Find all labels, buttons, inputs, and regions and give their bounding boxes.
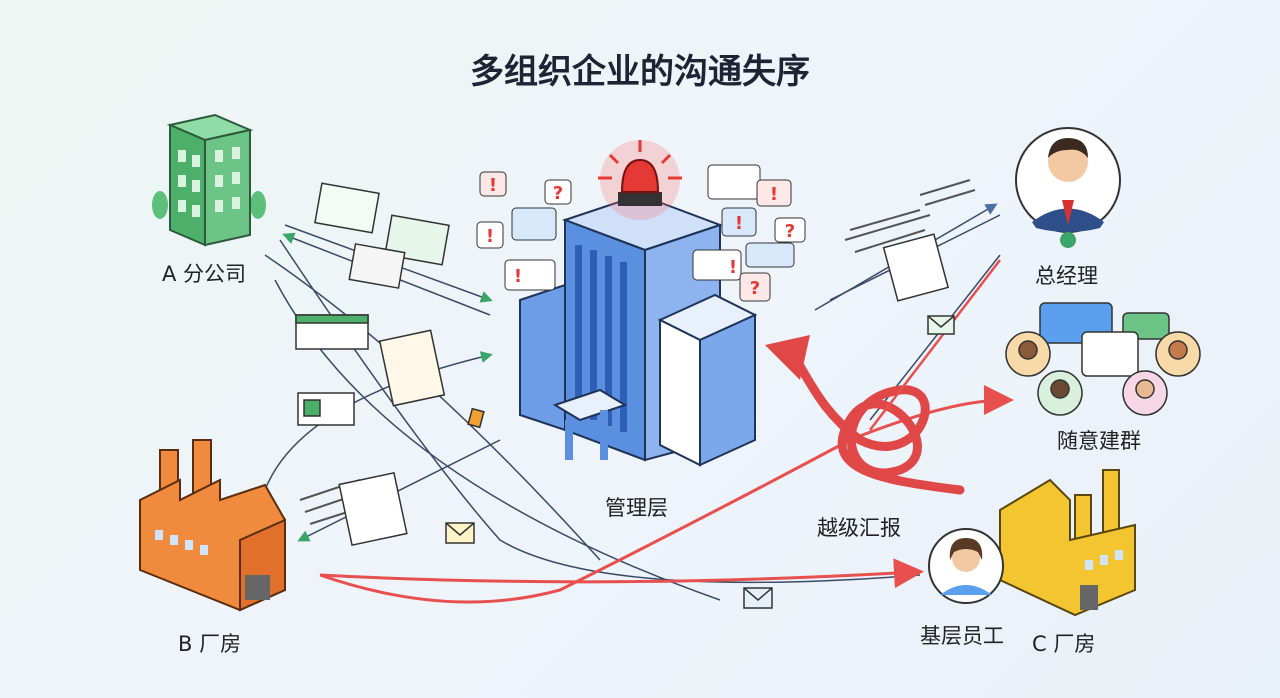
tangled-skip-level-arrow	[785, 345, 965, 495]
svg-text:?: ?	[750, 278, 760, 299]
svg-text:?: ?	[553, 183, 563, 204]
svg-text:!: !	[735, 213, 743, 234]
svg-text:?: ?	[785, 221, 795, 242]
management-building-icon	[519, 193, 758, 467]
branch-a-building-icon	[152, 113, 266, 247]
svg-text:!: !	[770, 184, 778, 205]
svg-text:!: !	[489, 175, 497, 196]
label-branch-a: A 分公司	[162, 262, 247, 286]
page-title: 多组织企业的沟通失序	[470, 52, 810, 92]
document-cards	[295, 182, 950, 547]
label-general-manager: 总经理	[1035, 264, 1098, 288]
factory-c-icon	[999, 469, 1136, 617]
random-group-chat-icon	[1005, 302, 1201, 416]
label-skip-level: 越级汇报	[817, 516, 901, 540]
alarm-siren-icon	[598, 140, 682, 220]
label-management: 管理层	[605, 496, 668, 520]
red-arrow-b-to-c	[319, 558, 924, 589]
svg-text:!: !	[486, 226, 494, 247]
speed-lines	[299, 179, 976, 525]
red-line-to-gm	[869, 259, 1001, 431]
general-manager-avatar	[1015, 127, 1121, 248]
label-factory-c: C 厂房	[1032, 632, 1096, 656]
envelope-icons	[445, 315, 955, 609]
label-frontline-staff: 基层员工	[920, 624, 1004, 648]
frontline-staff-avatar	[928, 528, 1004, 604]
factory-b-icon	[139, 439, 286, 612]
svg-text:!: !	[729, 257, 737, 278]
skip-level-arrowhead	[765, 335, 810, 380]
label-factory-b: B 厂房	[178, 632, 242, 656]
alert-bubbles: ! ? ! ! ! ! ? ! ?	[476, 164, 806, 302]
svg-text:!: !	[514, 266, 522, 287]
label-random-groups: 随意建群	[1057, 429, 1141, 453]
